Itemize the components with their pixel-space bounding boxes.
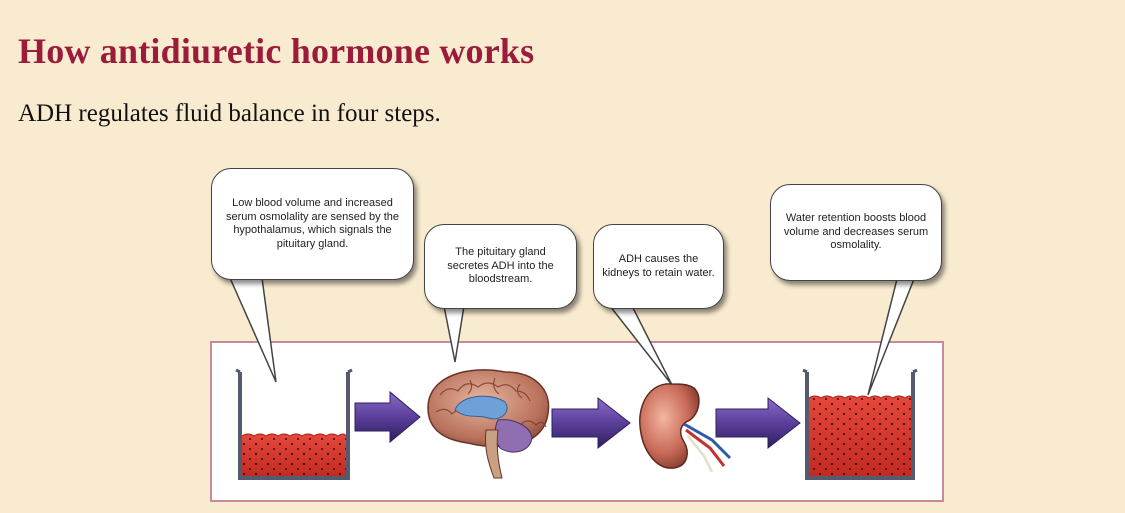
intro-text: ADH regulates fluid balance in four step…: [18, 100, 441, 127]
arrow-right-icon: [551, 396, 631, 450]
arrow-right-icon: [354, 390, 421, 444]
beaker-high-fluid-icon: [802, 368, 918, 480]
brain-icon: [427, 369, 550, 479]
kidney-icon: [639, 383, 732, 473]
step-1-callout: Low blood volume and increased serum osm…: [211, 168, 414, 280]
beaker-low-fluid-icon: [235, 368, 353, 480]
arrow-right-icon: [715, 396, 801, 450]
step-2-callout: The pituitary gland secretes ADH into th…: [424, 224, 577, 309]
page-title: How antidiuretic hormone works: [18, 31, 535, 71]
step-3-callout: ADH causes the kidneys to retain water.: [593, 224, 724, 309]
step-4-callout: Water retention boosts blood volume and …: [770, 184, 942, 281]
